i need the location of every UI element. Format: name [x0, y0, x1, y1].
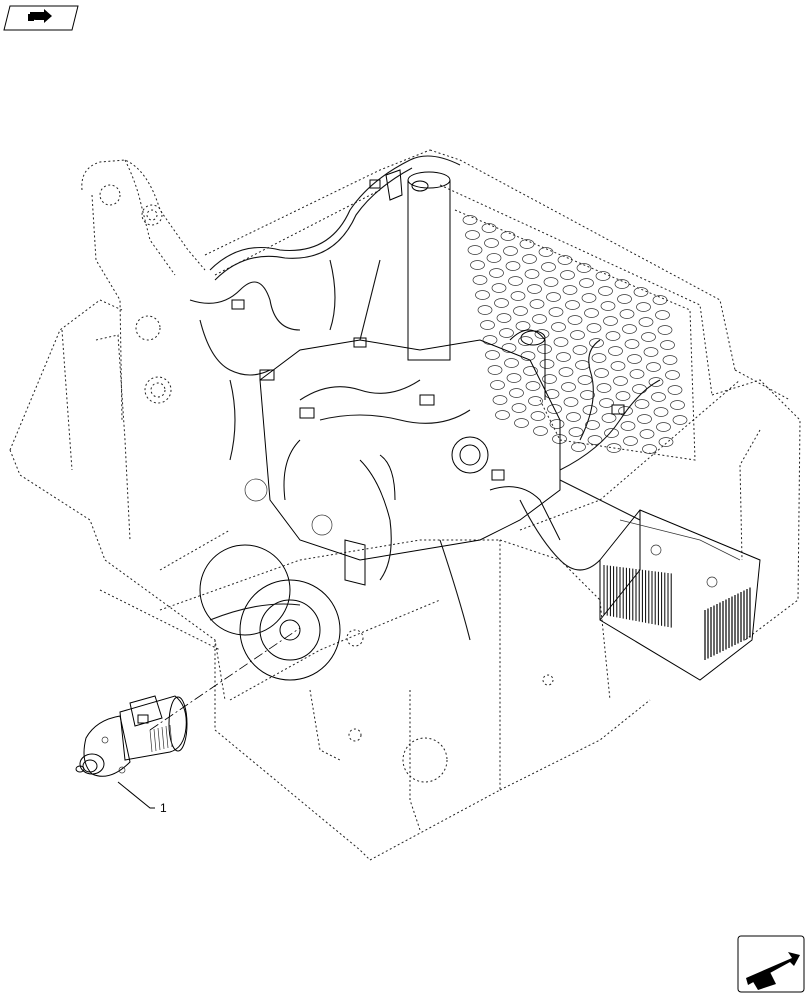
flat-arrow-icon [3, 5, 79, 31]
callout-label-1: 1 [160, 801, 167, 815]
engine-assembly [199, 169, 561, 681]
radiator-grille [454, 209, 696, 461]
wiring-harness [189, 155, 661, 641]
starter-motor [75, 627, 301, 809]
next-page-arrow-icon[interactable] [737, 935, 805, 993]
battery [599, 509, 761, 681]
